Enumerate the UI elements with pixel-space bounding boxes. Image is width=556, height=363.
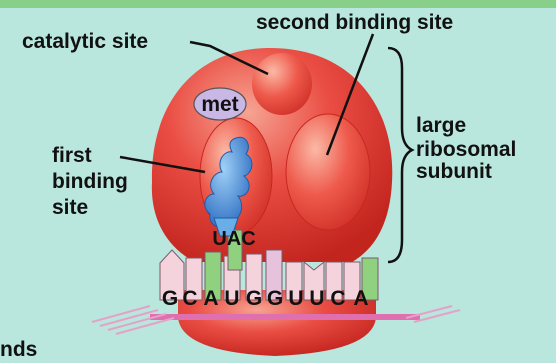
first-binding-site-label: first binding site xyxy=(52,144,134,219)
first-binding-site-line: site xyxy=(52,196,88,219)
first-binding-site-line: binding xyxy=(52,170,128,193)
mrna-base: U xyxy=(309,287,324,310)
mrna-base: U xyxy=(224,287,239,310)
large-subunit-label: large ribosomal subunit xyxy=(416,114,522,183)
top-band xyxy=(0,0,556,8)
subunit-brace xyxy=(388,48,412,262)
catalytic-site xyxy=(252,53,312,115)
mrna-base: C xyxy=(182,287,197,310)
cut-off-text: nds xyxy=(0,338,37,361)
mrna-base: G xyxy=(246,287,262,310)
catalytic-site-label: catalytic site xyxy=(22,30,148,53)
first-binding-site-line: first xyxy=(52,144,92,167)
large-subunit-line: ribosomal xyxy=(416,138,516,161)
mrna-base: G xyxy=(267,287,283,310)
mrna-base: A xyxy=(203,287,218,310)
mrna-base: C xyxy=(330,287,345,310)
mrna-base: G xyxy=(162,287,178,310)
second-binding-site-label: second binding site xyxy=(256,11,453,34)
mrna-base: A xyxy=(353,287,368,310)
anticodon-label: UAC xyxy=(212,228,255,250)
mrna-base: U xyxy=(288,287,303,310)
large-subunit-line: large xyxy=(416,114,466,137)
second-binding-site xyxy=(286,114,370,230)
met-label: met xyxy=(201,93,238,116)
large-subunit-line: subunit xyxy=(416,160,492,183)
